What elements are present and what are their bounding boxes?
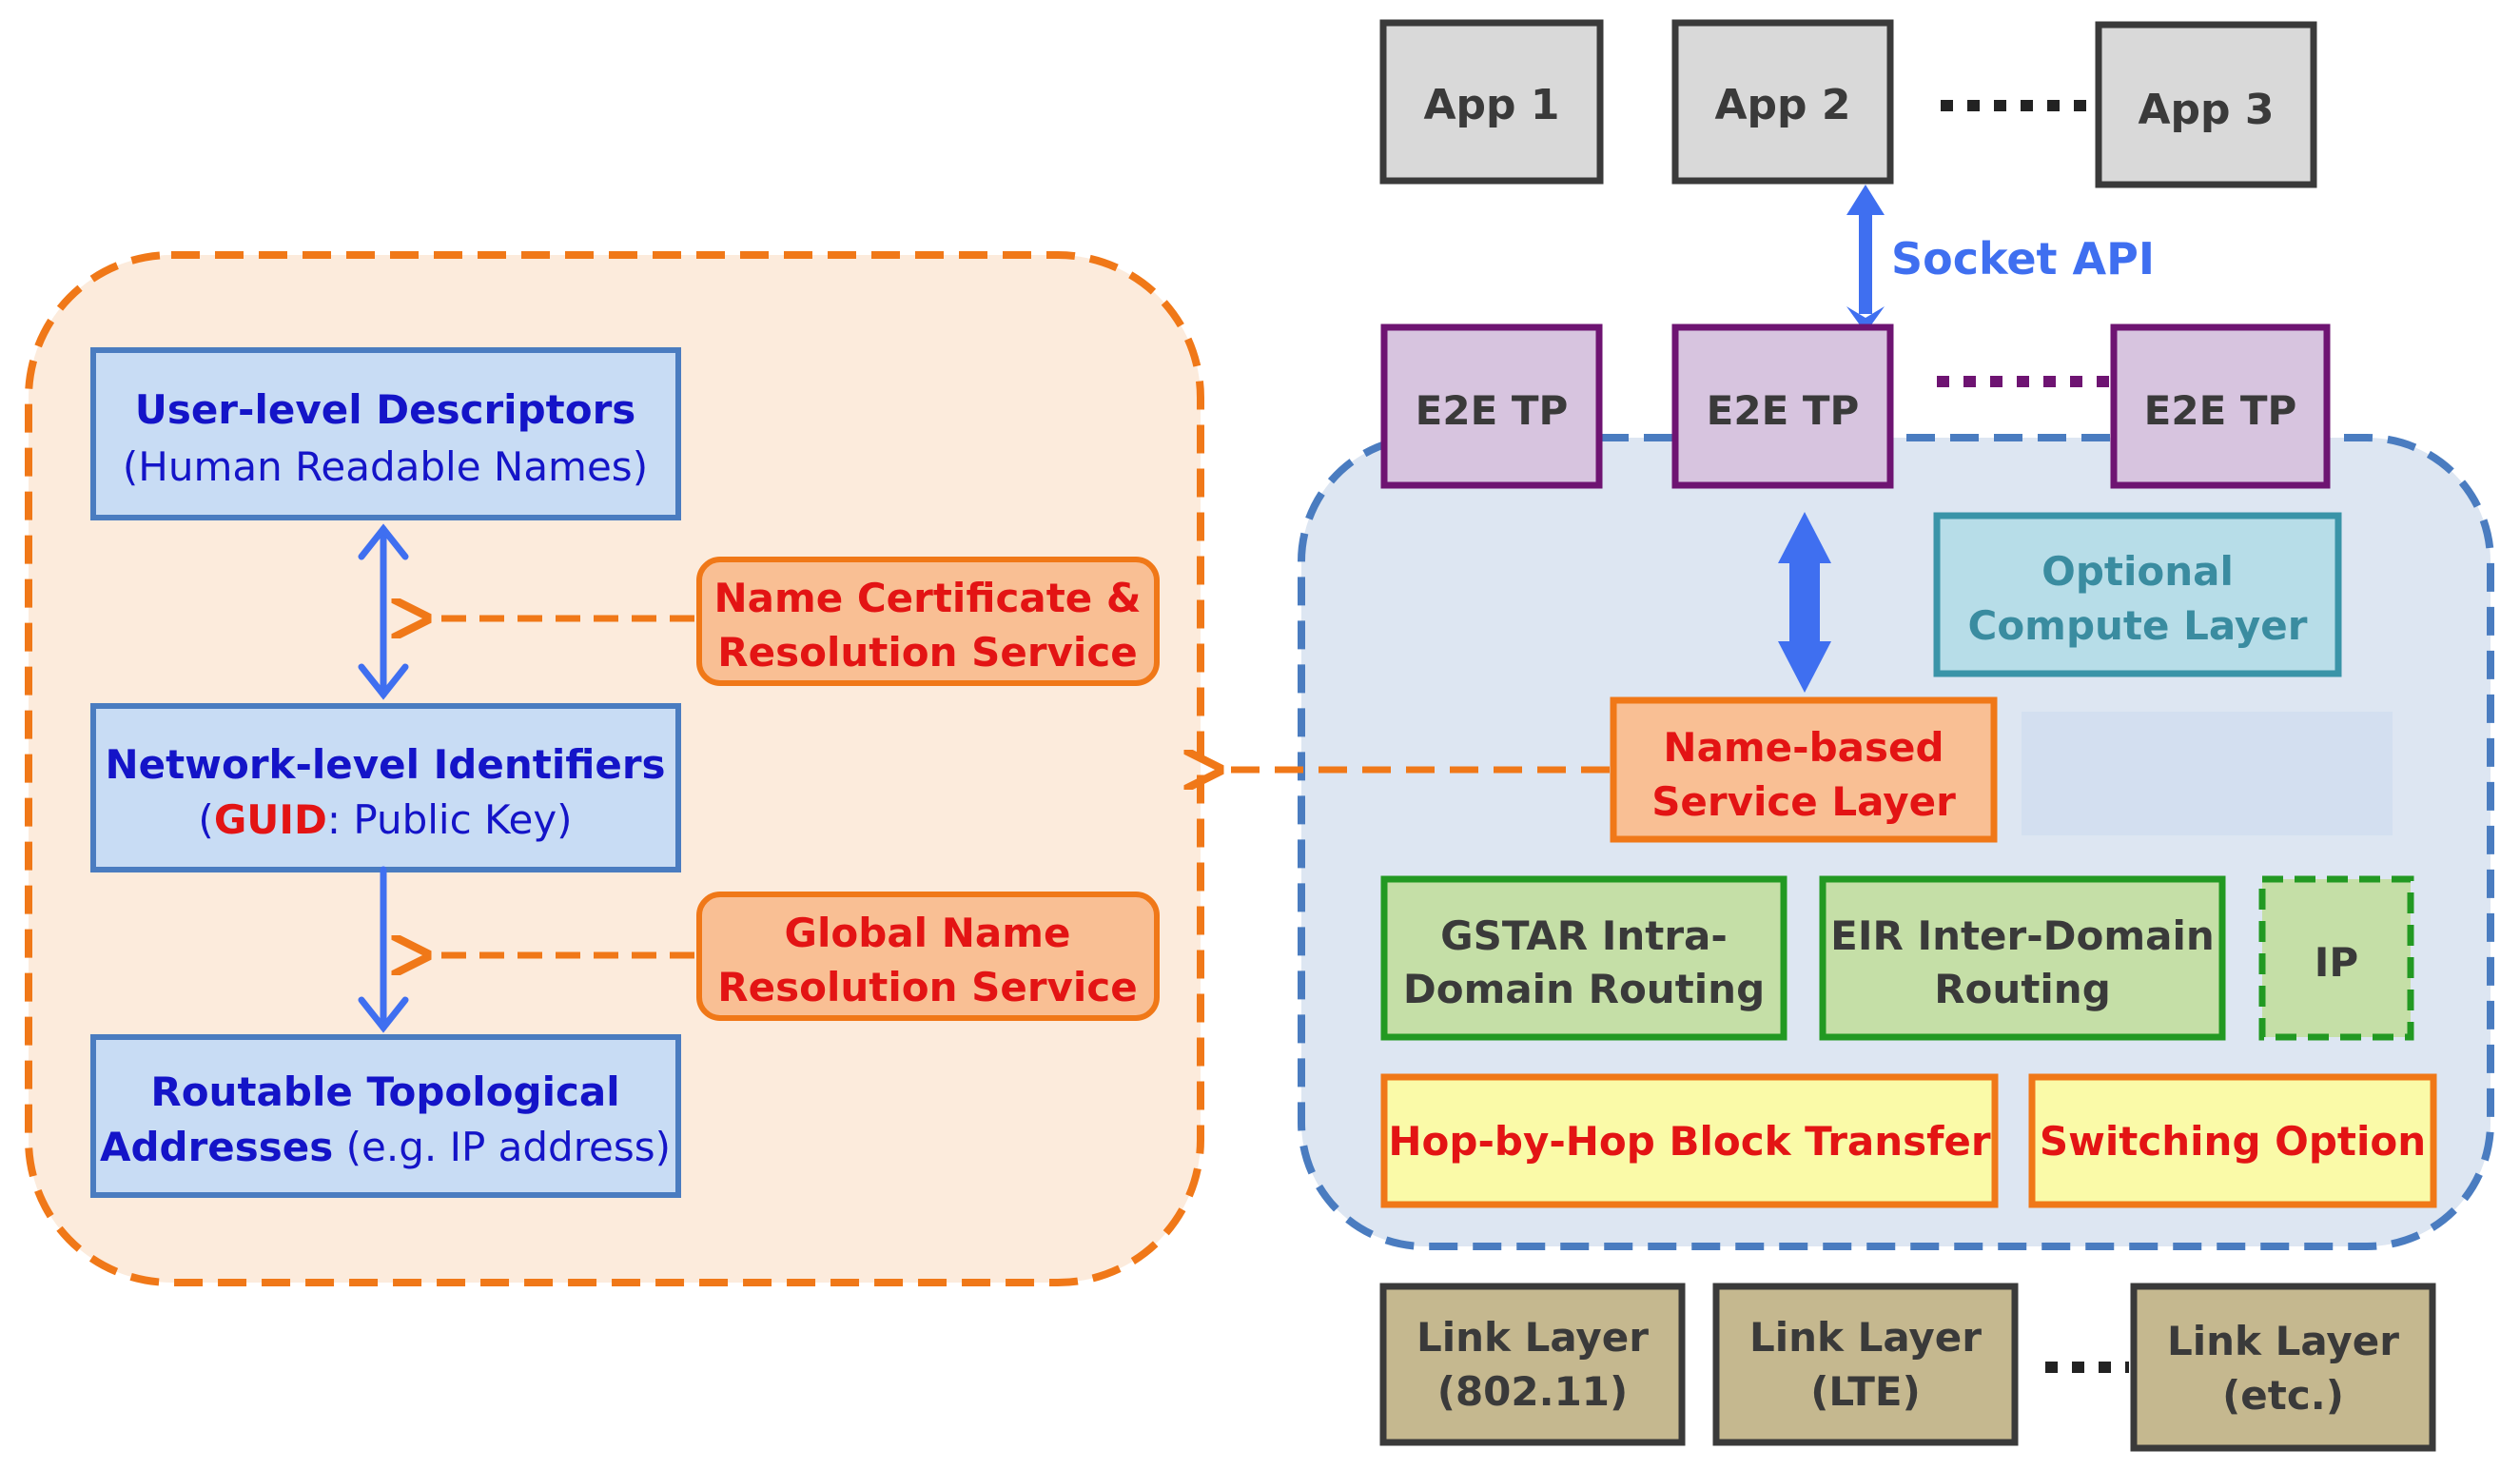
socket-api-label: Socket API xyxy=(1891,233,2155,284)
cert-service-line1: Name Certificate & xyxy=(713,575,1141,621)
name-certificate-service-box: Name Certificate & Resolution Service xyxy=(696,557,1160,686)
compute-line2: Compute Layer xyxy=(1968,602,2308,649)
link-2-line1: Link Layer xyxy=(1749,1314,1982,1361)
ip-box: IP xyxy=(2258,875,2414,1041)
hop-by-hop-label: Hop-by-Hop Block Transfer xyxy=(1388,1118,1991,1165)
link-layer-box-2: Link Layer (LTE) xyxy=(1712,1283,2019,1446)
e2e-tp-label-1: E2E TP xyxy=(1416,387,1569,434)
user-level-title: User-level Descriptors xyxy=(135,386,636,433)
gstar-line2: Domain Routing xyxy=(1403,966,1765,1012)
ip-label: IP xyxy=(2315,939,2358,986)
cert-service-line2: Resolution Service xyxy=(717,629,1137,676)
routable-addresses-word: Addresses xyxy=(100,1124,333,1170)
app-3-label: App 3 xyxy=(2139,86,2275,134)
switching-option-label: Switching Option xyxy=(2040,1118,2426,1165)
routable-addresses-box: Routable Topological Addresses (e.g. IP … xyxy=(90,1034,681,1198)
socket-api-arrow xyxy=(1846,185,1885,333)
hop-by-hop-box: Hop-by-Hop Block Transfer xyxy=(1380,1073,1999,1208)
e2e-service-double-arrow xyxy=(1778,512,1831,693)
e2e-tp-box-3: E2E TP xyxy=(2110,323,2331,489)
eir-routing-box: EIR Inter-Domain Routing xyxy=(1819,875,2226,1041)
user-level-subtitle: (Human Readable Names) xyxy=(123,443,648,490)
paren-open: ( xyxy=(198,796,213,843)
guid-label: GUID xyxy=(214,796,327,843)
app-1-label: App 1 xyxy=(1424,81,1560,129)
name-based-service-layer-box: Name-based Service Layer xyxy=(1610,696,1998,843)
user-level-descriptors-box: User-level Descriptors (Human Readable N… xyxy=(90,347,681,520)
app-2-label: App 2 xyxy=(1715,81,1851,129)
app-1-box: App 1 xyxy=(1379,19,1604,185)
network-level-subtitle: (GUID: Public Key) xyxy=(198,796,572,843)
routable-title-line2: Addresses (e.g. IP address) xyxy=(100,1124,671,1170)
gstar-line1: GSTAR Intra- xyxy=(1440,912,1728,959)
gnrs-line2: Resolution Service xyxy=(717,964,1137,1010)
gnrs-box: Global Name Resolution Service xyxy=(696,892,1160,1021)
switching-option-box: Switching Option xyxy=(2028,1073,2437,1208)
link-1-line2: (802.11) xyxy=(1437,1368,1628,1415)
network-level-identifiers-box: Network-level Identifiers (GUID: Public … xyxy=(90,703,681,872)
stack-highlight xyxy=(2022,712,2393,835)
link-layer-box-1: Link Layer (802.11) xyxy=(1379,1283,1686,1446)
e2e-tp-box-2: E2E TP xyxy=(1671,323,1894,489)
nbs-line1: Name-based xyxy=(1663,724,1944,771)
user-network-double-arrow xyxy=(358,523,409,700)
app-2-box: App 2 xyxy=(1671,19,1894,185)
e2e-tp-box-1: E2E TP xyxy=(1380,323,1603,489)
eir-line1: EIR Inter-Domain xyxy=(1830,912,2215,959)
routable-suffix: (e.g. IP address) xyxy=(333,1124,671,1170)
gstar-routing-box: GSTAR Intra- Domain Routing xyxy=(1380,875,1787,1041)
e2e-tp-label-3: E2E TP xyxy=(2144,387,2297,434)
optional-compute-layer-box: Optional Compute Layer xyxy=(1933,512,2342,677)
link-2-line2: (LTE) xyxy=(1810,1368,1921,1415)
link-3-line1: Link Layer xyxy=(2167,1318,2399,1364)
link-1-line1: Link Layer xyxy=(1416,1314,1649,1361)
public-key-label: : Public Key) xyxy=(327,796,573,843)
link-3-line2: (etc.) xyxy=(2222,1372,2344,1419)
eir-line2: Routing xyxy=(1934,966,2111,1012)
nbs-line2: Service Layer xyxy=(1651,778,1956,825)
e2e-tp-label-2: E2E TP xyxy=(1707,387,1860,434)
network-level-title: Network-level Identifiers xyxy=(105,741,665,788)
gnrs-line1: Global Name xyxy=(785,910,1071,956)
compute-line1: Optional xyxy=(2041,548,2234,595)
network-routable-arrow xyxy=(358,866,409,1033)
link-layer-box-3: Link Layer (etc.) xyxy=(2130,1283,2436,1452)
routable-title-line1: Routable Topological xyxy=(150,1068,619,1115)
app-3-box: App 3 xyxy=(2095,21,2317,188)
